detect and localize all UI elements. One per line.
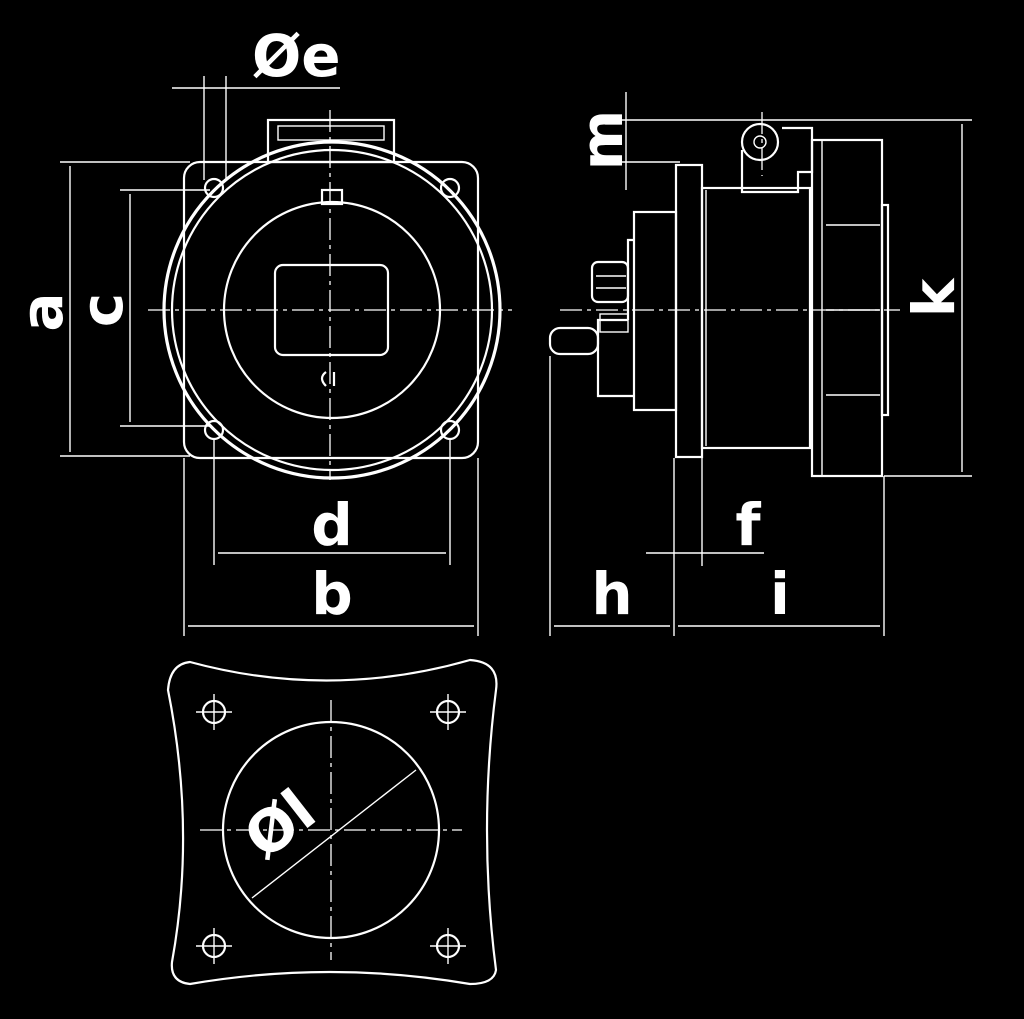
plate-diameter-line — [251, 769, 417, 899]
front-top-tab — [266, 118, 396, 164]
dim-a: a — [8, 161, 190, 457]
mounting-plate-view: Øl — [166, 658, 498, 986]
dim-i-label: i — [770, 560, 790, 628]
dim-a-label: a — [8, 292, 76, 331]
front-hole-tr — [439, 177, 461, 199]
side-hinge-pin — [753, 135, 767, 149]
dim-m-label: m — [568, 110, 636, 170]
front-hole-bl — [203, 419, 225, 441]
side-rear-housing — [632, 210, 678, 412]
side-flange-plate — [674, 163, 704, 459]
side-view — [548, 112, 900, 478]
dim-l-label: Øl — [231, 776, 327, 872]
side-hinge-bracket — [740, 126, 814, 194]
dim-h-label: h — [591, 560, 632, 628]
side-hinge — [740, 122, 780, 162]
dim-f: f — [646, 450, 764, 566]
dim-d-label: d — [311, 491, 353, 559]
dim-b: b — [183, 458, 479, 636]
dim-b-label: b — [311, 560, 353, 628]
side-terminal-block — [599, 313, 629, 333]
dim-c: c — [68, 189, 210, 427]
dim-e-label: Øe — [252, 22, 341, 90]
side-terminal-lower — [548, 326, 600, 356]
front-key-notch — [320, 188, 344, 206]
dim-f-label: f — [735, 491, 761, 559]
dim-e: Øe — [172, 22, 341, 180]
side-body — [700, 186, 812, 450]
dim-k-label: k — [900, 277, 968, 317]
dim-h-i: h i — [549, 356, 885, 636]
front-earth-mark — [320, 371, 336, 387]
dim-k: k — [884, 124, 972, 477]
front-view — [148, 110, 512, 480]
front-hole-br — [439, 419, 461, 441]
front-top-tab-inner — [277, 125, 385, 141]
dim-m: m — [568, 92, 972, 190]
front-hole-tl — [203, 177, 225, 199]
dim-d: d — [213, 440, 451, 565]
mounting-plate-outline — [166, 658, 498, 986]
side-terminal-upper — [590, 260, 630, 304]
dim-c-label: c — [68, 293, 136, 327]
